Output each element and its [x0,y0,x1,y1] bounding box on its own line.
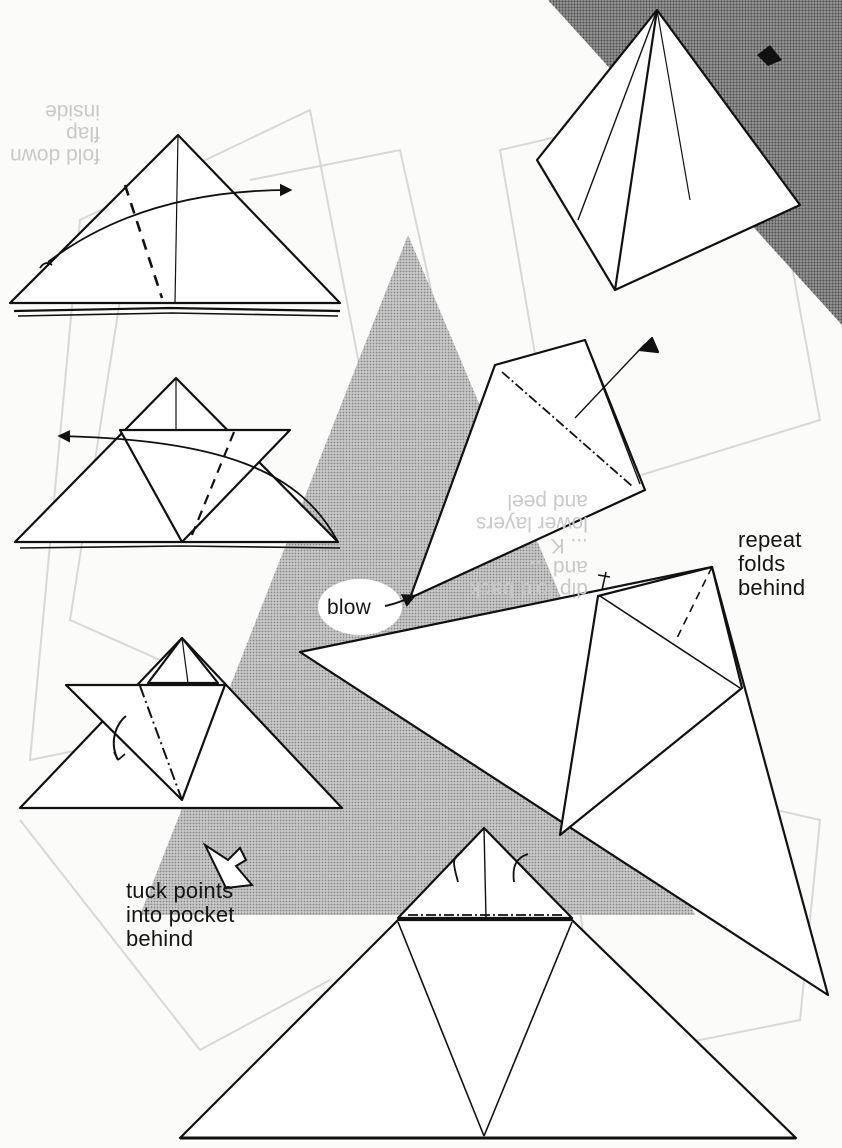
bleed-through-text-2: fold down flap inside [10,100,100,166]
bleed-through-text-1: dip fold back and ... ... K lower layers… [470,490,588,600]
tuck-points-label: tuck points into pocket behind [126,879,235,951]
repeat-folds-label: repeat folds behind [738,528,805,600]
blow-label: blow [327,596,371,620]
